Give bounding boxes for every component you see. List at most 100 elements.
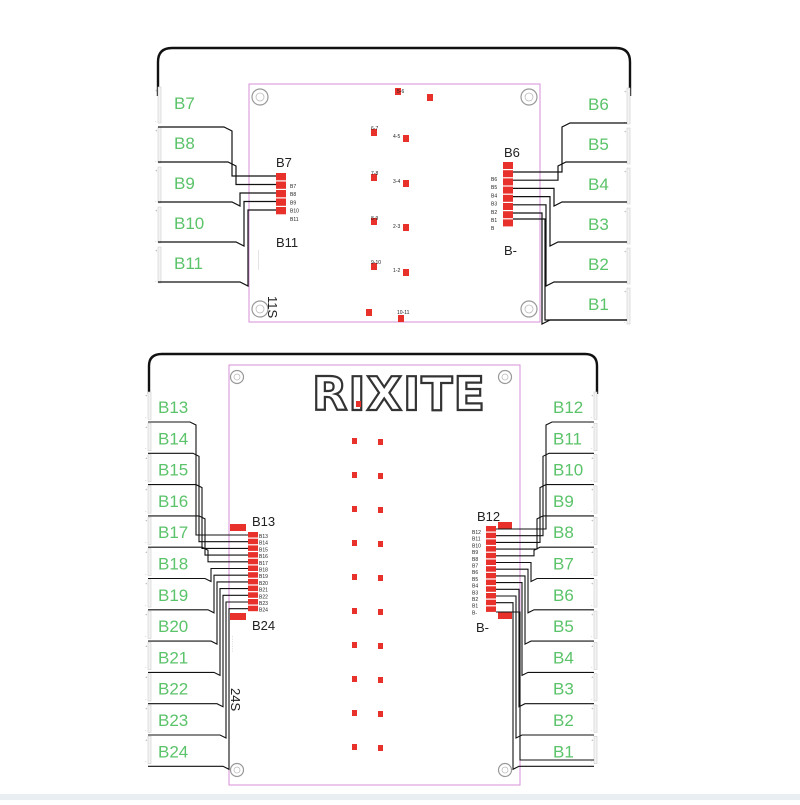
resistor-pad	[403, 135, 409, 142]
cell-minus-marker: -	[145, 540, 147, 545]
b-minus-wire	[513, 218, 627, 321]
left-pin-label: B16	[259, 554, 268, 560]
cell-body	[147, 579, 152, 608]
left-pin-label: B22	[259, 594, 268, 600]
cell-body	[593, 579, 598, 608]
cell-body	[626, 127, 631, 165]
cell-minus-marker: -	[591, 508, 593, 513]
left-balance-wire	[148, 608, 248, 771]
cell-plus-marker: +	[591, 456, 594, 461]
connector-pad	[486, 559, 496, 565]
silkscreen-note: - - - - - - -	[231, 636, 236, 653]
connector-pad	[248, 538, 258, 545]
mounting-hole	[251, 300, 269, 318]
top-balance-wire	[147, 352, 599, 394]
cell-body	[147, 391, 152, 420]
resistor-pad	[356, 401, 361, 407]
right-balance-wire	[496, 582, 594, 677]
cell-label-b10: B10	[174, 214, 204, 233]
left-pin-label: B24	[259, 608, 268, 614]
resistor-pad	[378, 439, 383, 445]
cell-body	[593, 485, 598, 514]
connector-pad	[248, 572, 258, 578]
resistor-pad	[352, 710, 357, 716]
left-header-cap	[230, 613, 246, 620]
mounting-hole	[520, 88, 538, 106]
right-pin-label: B6	[472, 570, 478, 576]
cell-label-b14: B14	[158, 429, 188, 448]
left-balance-wire	[158, 192, 276, 207]
connector-pad	[248, 605, 258, 612]
resistor-pad	[352, 506, 357, 512]
balance-resistor	[366, 309, 404, 322]
mounting-hole-inner	[255, 304, 265, 314]
mounting-hole-inner	[501, 766, 509, 774]
balance-resistor	[352, 438, 383, 445]
b-minus-wire	[496, 611, 594, 761]
cell-label-b19: B19	[158, 586, 188, 605]
cell-label-b1: B1	[588, 295, 609, 314]
balance-label: 4-5	[393, 134, 400, 140]
right-pin-label: B5	[491, 185, 497, 191]
left-pin-label: B15	[259, 547, 268, 553]
connector-pad	[486, 546, 496, 552]
resistor-pad	[352, 608, 357, 614]
cell-plus-marker: +	[591, 518, 594, 523]
cell-body	[147, 673, 152, 702]
cell-minus-marker: -	[591, 633, 593, 638]
cell-body	[147, 454, 152, 483]
right-pin-label: B1	[472, 604, 478, 610]
cell-plus-marker: +	[155, 208, 158, 213]
cell-plus-marker: +	[145, 612, 148, 617]
cell-label-b3: B3	[588, 215, 609, 234]
cell-plus-marker: +	[624, 89, 627, 94]
resistor-pad	[378, 541, 383, 547]
left-balance-wire	[148, 421, 248, 536]
balance-resistor	[352, 676, 383, 683]
balance-resistor	[352, 472, 383, 479]
cell-minus-marker: -	[145, 571, 147, 576]
cell-label-b5: B5	[553, 617, 574, 636]
left-pin-label: B19	[259, 574, 268, 580]
resistor-pad	[378, 677, 383, 683]
right-balance-wire	[513, 122, 627, 173]
resistor-pad	[352, 642, 357, 648]
cell-label-b7: B7	[174, 94, 195, 113]
cell-plus-marker: +	[591, 424, 594, 429]
cell-label-b24: B24	[158, 742, 188, 761]
cell-label-b6: B6	[588, 95, 609, 114]
right-pin-label: B11	[472, 537, 481, 543]
series-label: 11S	[265, 296, 280, 318]
left-balance-wire	[148, 574, 248, 614]
left-balance-wire	[148, 601, 248, 739]
connector-pad	[248, 599, 258, 605]
cell-body	[147, 735, 152, 764]
cell-body	[626, 287, 631, 325]
mounting-hole	[229, 762, 245, 778]
mounting-hole	[229, 369, 245, 385]
balance-resistor	[371, 174, 409, 187]
connector-pad	[486, 606, 496, 612]
cell-minus-marker: -	[591, 759, 593, 764]
left-header-bottom-label: B11	[276, 235, 298, 250]
cell-body	[626, 247, 631, 285]
right-pin-label: B-	[472, 610, 477, 616]
mounting-hole	[251, 88, 269, 106]
cell-minus-marker: -	[145, 477, 147, 482]
cell-plus-marker: +	[145, 487, 148, 492]
resistor-pad	[378, 643, 383, 649]
left-balance-wire	[158, 209, 276, 287]
connector-pad	[248, 532, 258, 538]
balance-label: 6-7	[371, 126, 378, 132]
cell-label-b3: B3	[553, 680, 574, 699]
cell-minus-marker: -	[591, 571, 593, 576]
resistor-pad	[371, 129, 377, 136]
cell-body	[593, 735, 598, 764]
right-balance-wire	[513, 161, 627, 181]
right-pin-label: B4	[472, 584, 478, 590]
right-header-bottom-label: B-	[504, 243, 517, 258]
cell-label-b1: B1	[553, 742, 574, 761]
cell-plus-marker: +	[591, 706, 594, 711]
cell-plus-marker: +	[145, 456, 148, 461]
connector-pad	[503, 203, 513, 210]
